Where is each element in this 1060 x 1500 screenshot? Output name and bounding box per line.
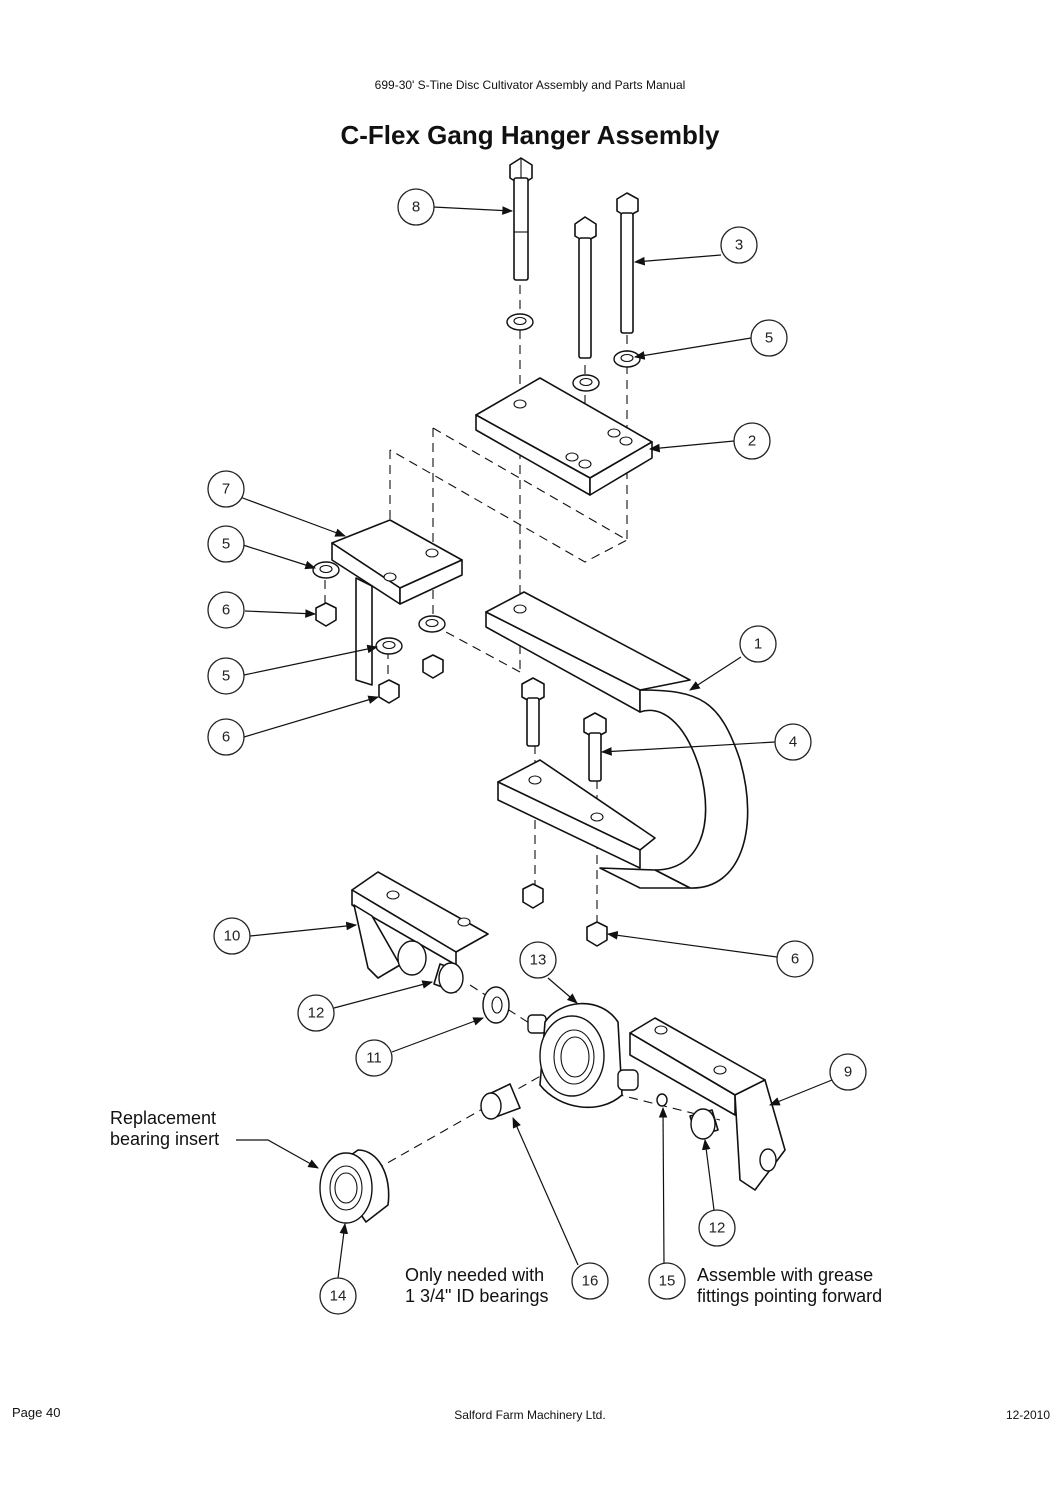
svg-text:6: 6 [791,951,799,968]
bearing-insert-part-14 [319,1149,390,1224]
svg-text:6: 6 [222,602,230,619]
callout-9: 9 [829,1053,867,1091]
svg-text:16: 16 [582,1273,599,1290]
callout-5: 5 [207,525,245,563]
svg-text:5: 5 [765,330,773,347]
callout-14: 14 [319,1277,357,1315]
svg-text:12: 12 [709,1220,726,1237]
bushing-part-12-left [433,962,464,994]
svg-text:14: 14 [330,1288,347,1305]
callout-5: 5 [750,319,788,357]
sleeve-part-16 [480,1083,521,1120]
bearing-bracket-part-10 [351,871,489,979]
footer-page-number: Page 40 [12,1405,61,1420]
svg-text:3: 3 [735,237,743,254]
grease-fitting-part-15 [656,1093,668,1107]
svg-text:12: 12 [308,1005,325,1022]
svg-text:13: 13 [530,952,547,969]
svg-text:7: 7 [222,481,230,498]
callout-10: 10 [213,917,251,955]
nuts-bottom [522,883,608,947]
callout-2: 2 [733,422,771,460]
svg-text:2: 2 [748,433,756,450]
note-replacement-bearing-insert: Replacement bearing insert [110,1108,220,1149]
callout-12: 12 [698,1209,736,1247]
washers-nuts-left [312,561,446,704]
svg-text:11: 11 [366,1050,382,1067]
footer-date: 12-2010 [1005,1408,1050,1422]
svg-text:5: 5 [222,668,230,685]
bolt-part-4 [521,677,607,782]
callout-16: 16 [571,1262,609,1300]
note-only-needed: Only needed with 1 3/4" ID bearings [405,1265,549,1306]
svg-text:5: 5 [222,536,230,553]
callout-3: 3 [720,226,758,264]
svg-text:8: 8 [412,199,420,216]
washers-top [506,313,641,392]
svg-text:4: 4 [789,734,797,751]
svg-text:9: 9 [844,1064,852,1081]
callout-5: 5 [207,657,245,695]
callout-6: 6 [207,718,245,756]
washer-part-11 [482,986,510,1024]
page-title: C-Flex Gang Hanger Assembly [340,120,720,150]
callout-11: 11 [355,1039,393,1077]
callout-1: 1 [739,625,777,663]
callout-8: 8 [397,188,435,226]
callout-4: 4 [774,723,812,761]
svg-text:1: 1 [754,636,762,653]
note-grease-fittings: Assemble with grease fittings pointing f… [697,1265,883,1306]
bolt-part-3 [574,192,639,359]
leader-lines [236,206,833,1279]
callout-7: 7 [207,470,245,508]
callout-12: 12 [297,994,335,1032]
document-header: 699-30' S-Tine Disc Cultivator Assembly … [374,78,686,92]
svg-text:6: 6 [222,729,230,746]
bolt-part-8 [509,157,533,281]
c-flex-spring-part-1 [485,591,749,889]
bushing-part-12-right [689,1108,719,1140]
bracket-part-7 [331,519,463,686]
callout-6: 6 [776,940,814,978]
callout-15: 15 [648,1262,686,1300]
footer-company: Salford Farm Machinery Ltd. [454,1408,606,1422]
callout-6: 6 [207,591,245,629]
svg-text:15: 15 [659,1273,676,1290]
bearing-housing-part-13 [527,1002,639,1109]
clamp-plate-part-2 [475,377,653,496]
svg-text:10: 10 [224,928,241,945]
bearing-bracket-part-9 [629,1017,786,1191]
callout-13: 13 [519,941,557,979]
